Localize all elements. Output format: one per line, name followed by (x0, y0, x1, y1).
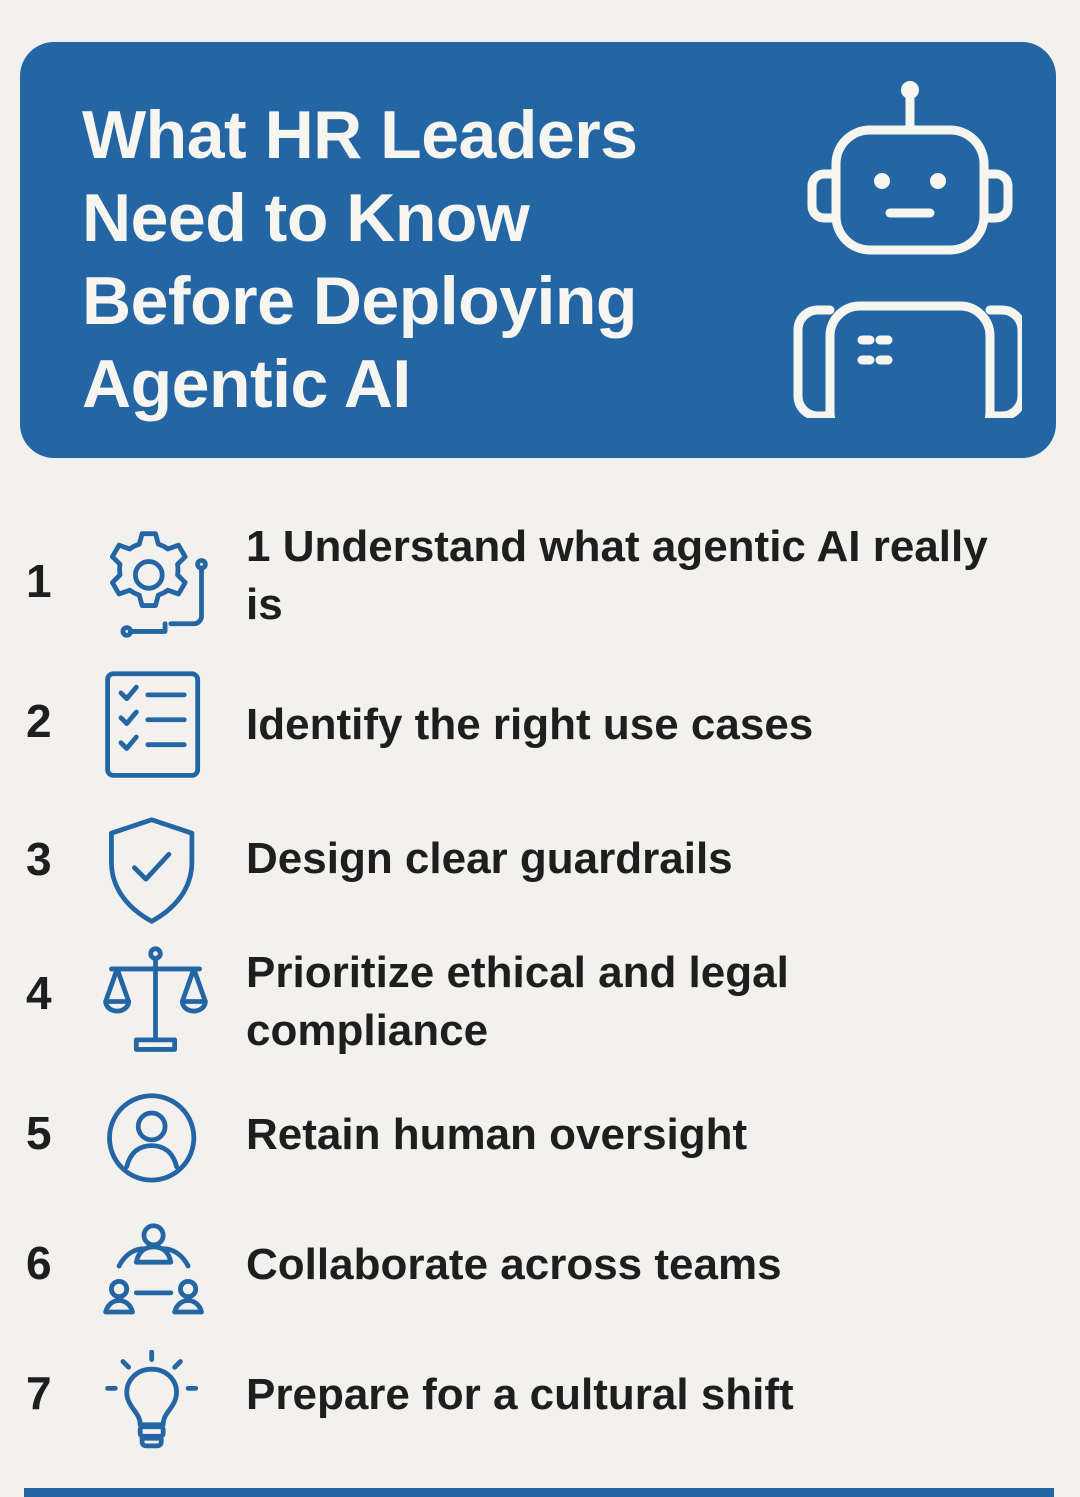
item-label: Identify the right use cases (246, 700, 814, 749)
item-number: 3 (26, 833, 52, 885)
item-number: 4 (26, 967, 52, 1019)
item-label: Prioritize ethical and legal compliance (246, 948, 789, 1055)
shield-check-icon (98, 814, 213, 929)
header-banner: What HR Leaders Need to Know Before Depl… (20, 42, 1056, 458)
item-number: 7 (26, 1367, 52, 1419)
lightbulb-icon (98, 1349, 213, 1465)
item-label: 1 Understand what agentic AI really is (246, 522, 988, 629)
item-label: Collaborate across teams (246, 1240, 782, 1289)
team-icon (98, 1220, 213, 1335)
item-number: 1 (26, 555, 52, 607)
item-label: Retain human oversight (246, 1110, 748, 1159)
item-number: 6 (26, 1237, 52, 1289)
scales-icon (98, 944, 213, 1059)
gear-circuit-icon (98, 526, 213, 641)
item-label: Design clear guardrails (246, 834, 733, 883)
user-circle-icon (98, 1090, 213, 1205)
checklist-icon (98, 668, 213, 783)
bottom-divider (24, 1488, 1054, 1497)
item-label: Prepare for a cultural shift (246, 1370, 794, 1419)
page-title: What HR Leaders Need to Know Before Depl… (82, 97, 638, 422)
item-number: 2 (26, 695, 52, 747)
item-number: 5 (26, 1107, 52, 1159)
robot-icon (793, 81, 1022, 418)
